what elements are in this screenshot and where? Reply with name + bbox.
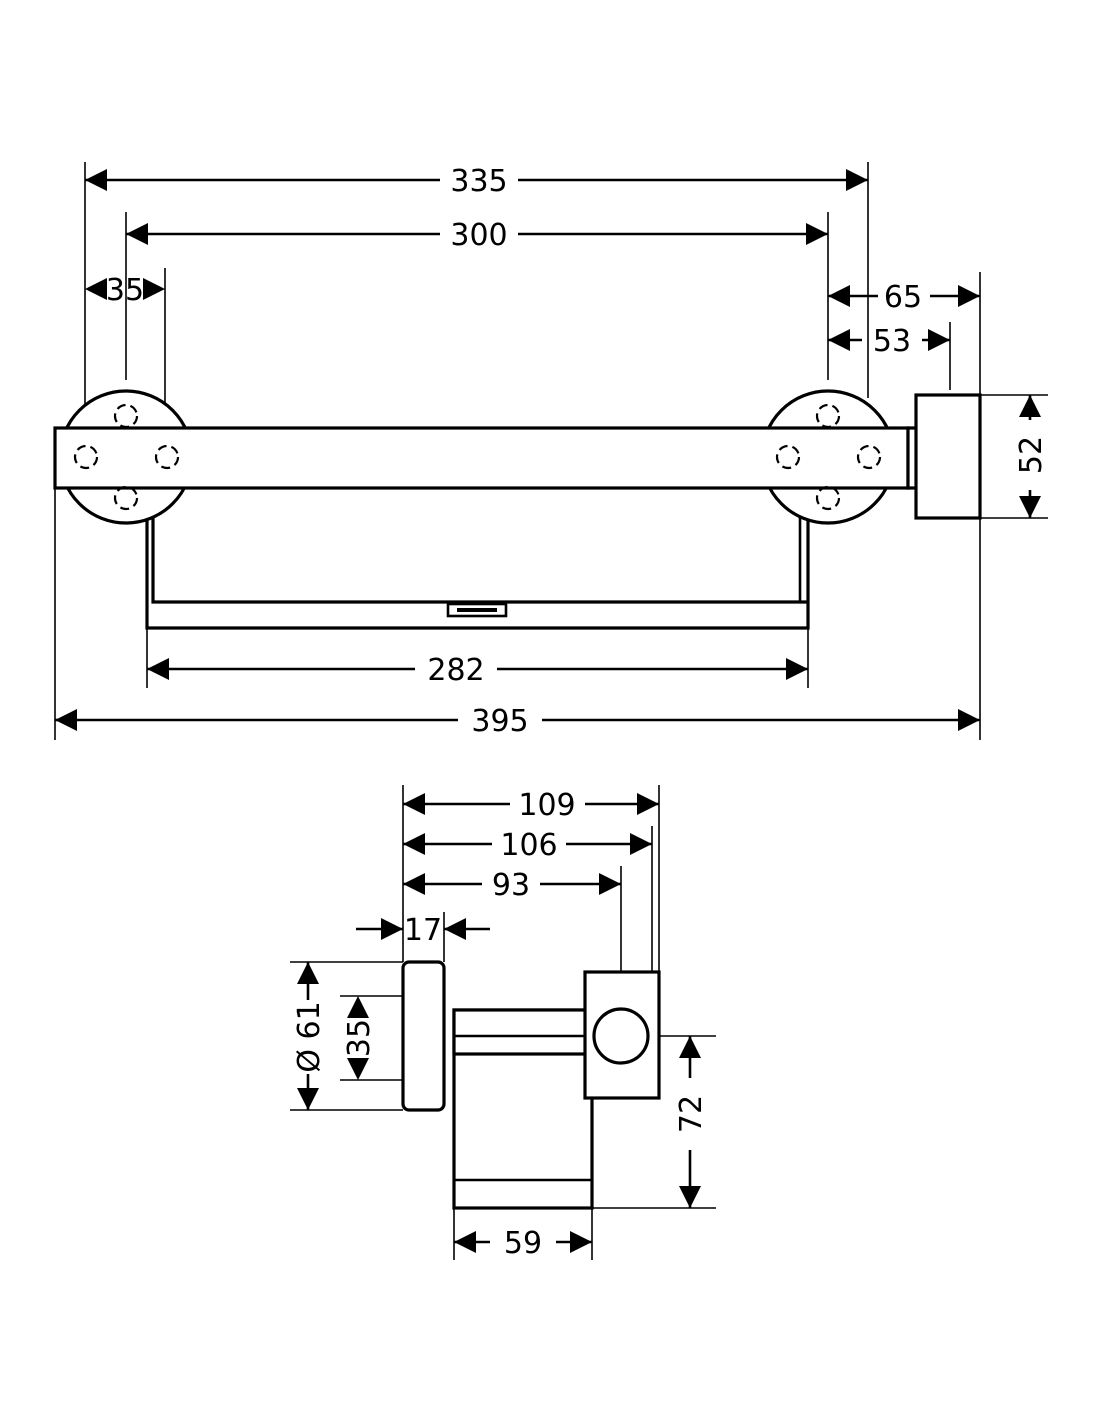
screw-hole-icon — [113, 485, 139, 511]
grab-rail — [53, 389, 982, 630]
dimension-35-top: 35 — [85, 273, 165, 308]
rail-bar — [53, 426, 910, 490]
screw-hole-icon — [113, 403, 139, 429]
dimension-72: 72 — [674, 1036, 709, 1208]
dim-label: 106 — [500, 828, 557, 863]
dim-label: 282 — [427, 653, 484, 688]
screw-hole-icon — [815, 403, 841, 429]
screw-hole-icon — [815, 485, 841, 511]
dimension-61: Ø 61 — [292, 962, 327, 1110]
dim-label: 335 — [450, 164, 507, 199]
dim-label: 35 — [106, 273, 144, 308]
dimension-109: 109 — [403, 788, 659, 823]
dimension-52: 52 — [1014, 395, 1049, 518]
dim-label: 109 — [518, 788, 575, 823]
rosette-side — [401, 960, 446, 1112]
dimension-282: 282 — [147, 653, 808, 688]
screw-hole-icon — [775, 444, 801, 470]
screw-hole-icon — [856, 444, 882, 470]
screw-hole-icon — [154, 444, 180, 470]
dim-label: 59 — [504, 1226, 542, 1261]
dim-label: 395 — [471, 704, 528, 739]
holder-round — [592, 1007, 650, 1065]
rail-side — [452, 1008, 596, 1056]
dim-label: 53 — [873, 324, 911, 359]
dimension-53: 53 — [828, 324, 950, 359]
dim-label: 93 — [492, 868, 530, 903]
dim-label: 65 — [884, 280, 922, 315]
side-profile — [401, 960, 661, 1210]
dim-label: Ø 61 — [292, 1001, 327, 1072]
dimension-93: 93 — [403, 868, 621, 903]
dim-label: 72 — [674, 1095, 709, 1133]
screw-hole-icon — [73, 444, 99, 470]
dimension-300: 300 — [126, 218, 828, 253]
dimension-35-side: 35 — [342, 996, 377, 1080]
shower-holder — [914, 393, 982, 520]
dimension-395: 395 — [55, 704, 980, 739]
tray-slot-inner — [457, 608, 497, 612]
dim-label: 17 — [404, 913, 442, 948]
dim-label: 300 — [450, 218, 507, 253]
dimension-335: 335 — [85, 164, 868, 199]
dim-label: 35 — [342, 1019, 377, 1057]
dimension-59: 59 — [454, 1226, 592, 1261]
dimension-106: 106 — [403, 828, 652, 863]
top-view: 335 300 35 65 53 — [53, 162, 1049, 740]
dimension-17: 17 — [356, 913, 490, 948]
dim-label: 52 — [1014, 436, 1049, 474]
dimension-65: 65 — [828, 280, 980, 315]
side-view: 109 106 93 17 — [290, 785, 716, 1261]
